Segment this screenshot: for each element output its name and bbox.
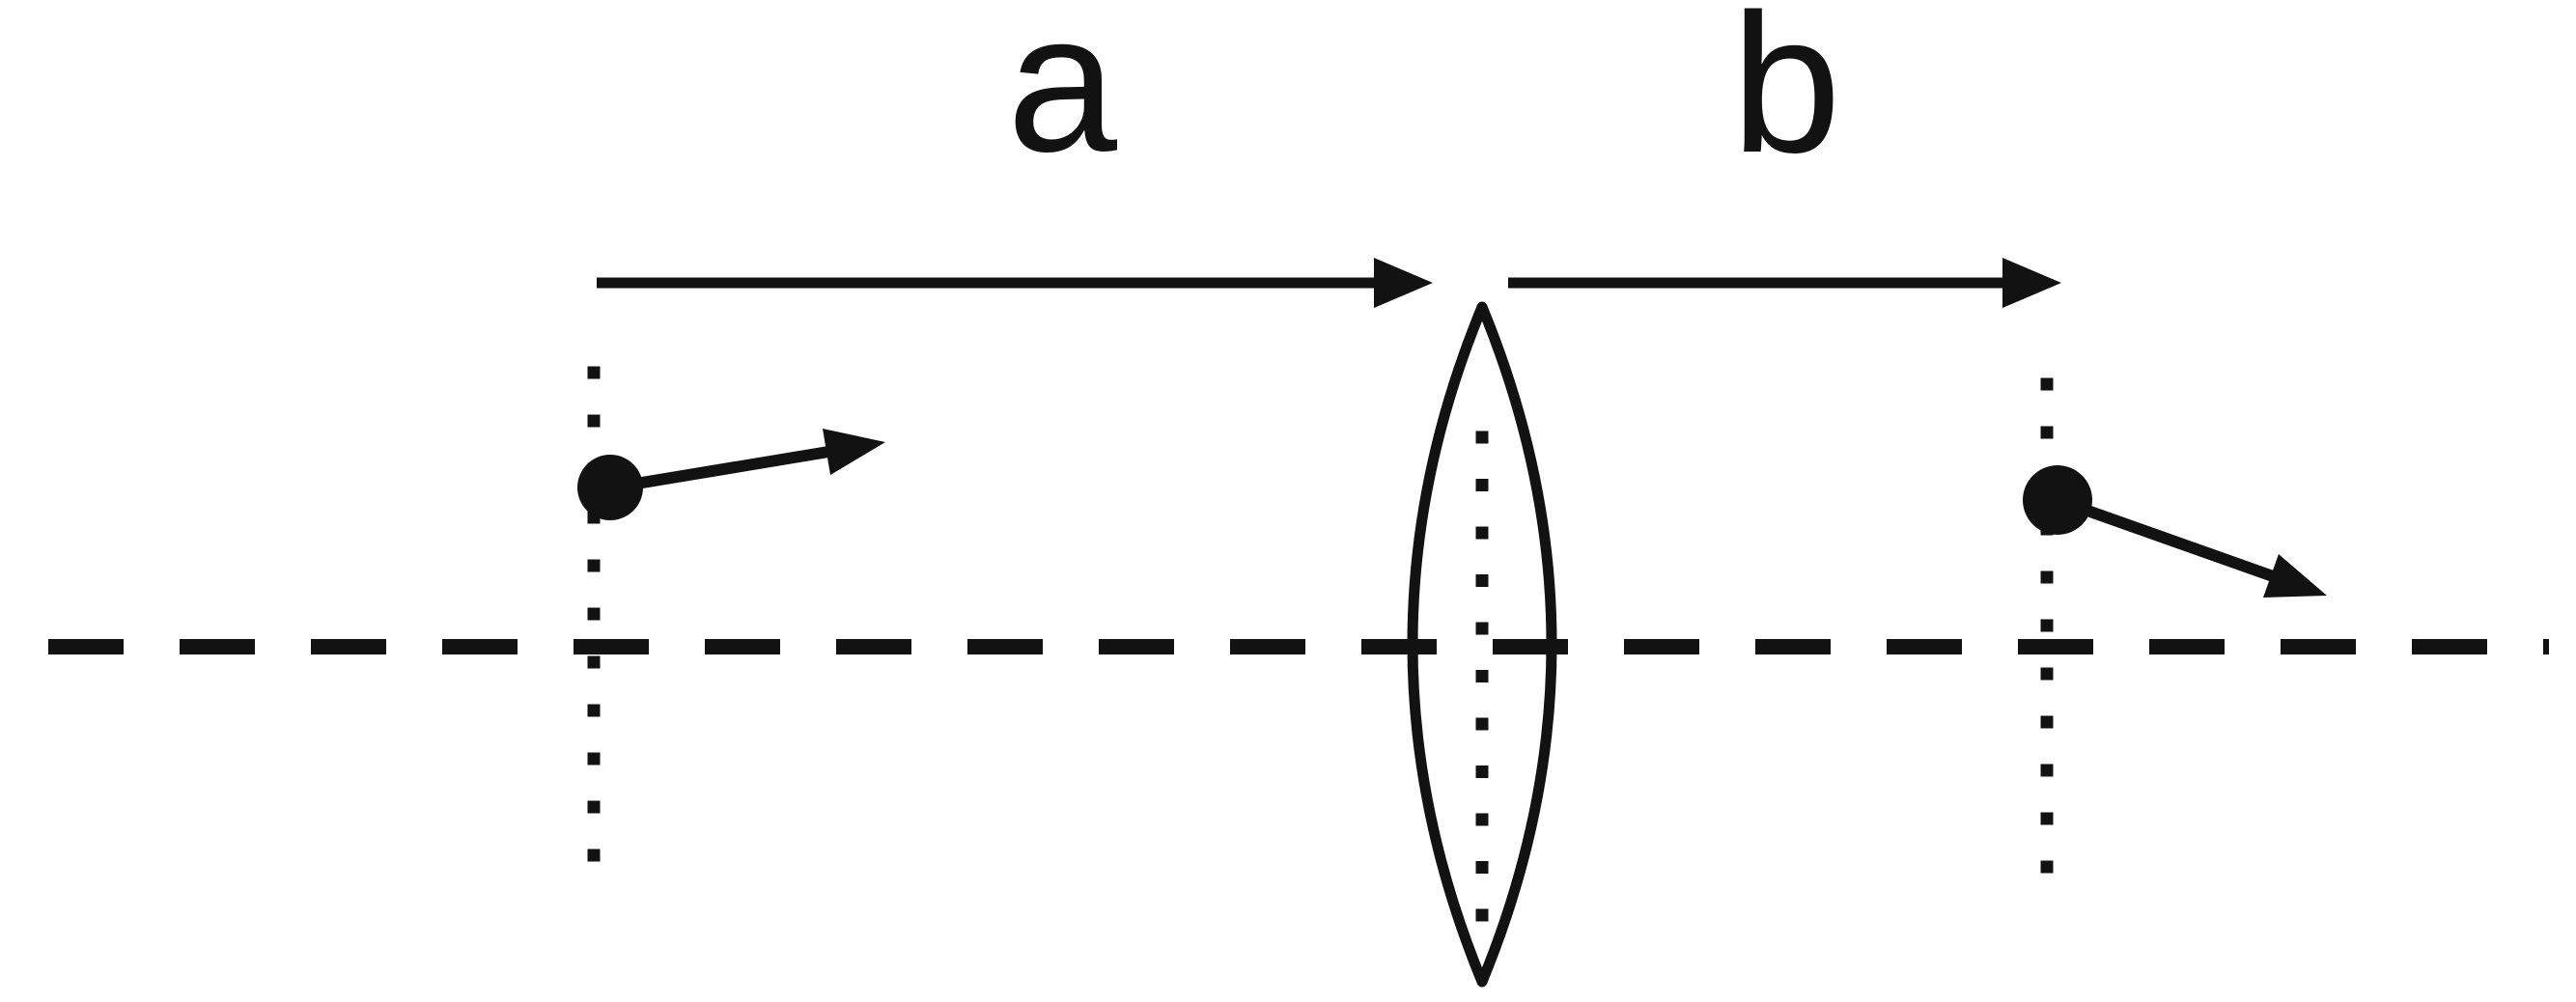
image-ray-arrowhead-icon — [2263, 554, 2327, 598]
object-ray-arrowhead-icon — [823, 429, 885, 475]
convex-lens — [1407, 301, 1557, 988]
label-distance-a: a — [1007, 0, 1118, 193]
distance-a-arrow — [597, 258, 1433, 308]
object-ray-line — [612, 446, 829, 493]
distance-a-arrowhead-icon — [1374, 258, 1433, 308]
object-point-group — [577, 429, 885, 520]
distance-b-arrow — [1508, 258, 2061, 308]
label-distance-b: b — [1731, 0, 1841, 194]
distance-b-arrowhead-icon — [2002, 258, 2061, 308]
image-point-group — [2023, 465, 2327, 598]
object-point-dot — [577, 455, 643, 520]
image-ray-line — [2055, 494, 2276, 582]
